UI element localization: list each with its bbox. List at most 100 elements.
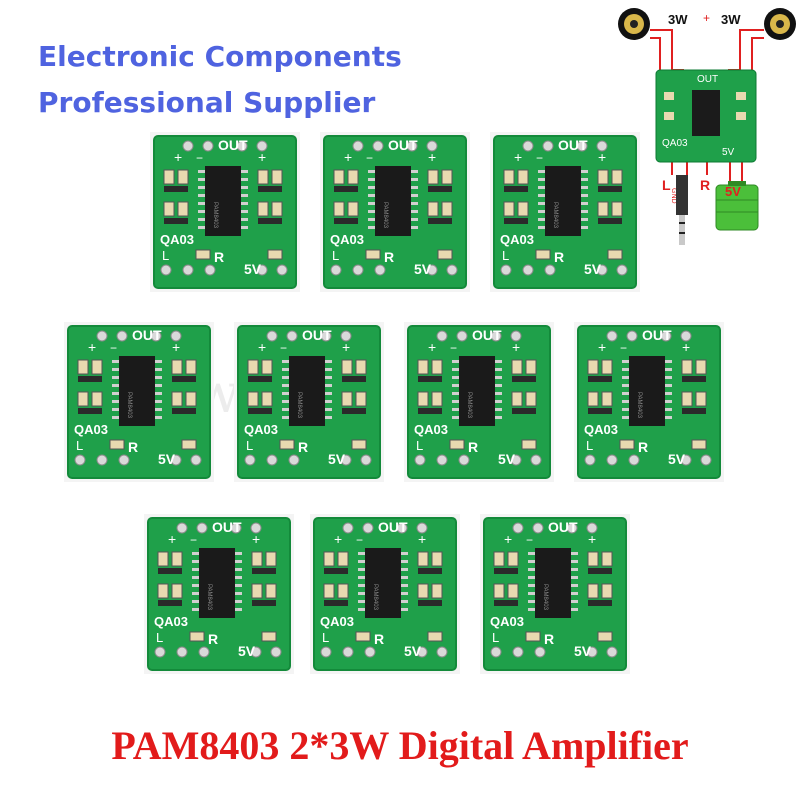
board-model-label: QA03 [244,422,278,437]
amplifier-board-5: OUT − + + PAM8403 QA03 L R 5V [234,322,384,482]
board-plus-right: + [418,531,426,547]
header-line-2: Professional Supplier [38,86,376,119]
board-right-channel-label: R [298,439,308,455]
board-left-channel-label: L [156,630,163,645]
board-chip-label: PAM8403 [636,392,642,419]
board-plus-left: + [428,339,436,355]
board-plus-left: + [174,149,182,165]
board-left-channel-label: L [502,248,509,263]
board-right-channel-label: R [214,249,224,265]
board-minus-left: − [190,533,197,547]
board-voltage-label: 5V [238,643,256,659]
diagram-left-label: L [662,177,671,193]
board-plus-right: + [588,531,596,547]
board-voltage-label: 5V [498,451,516,467]
board-chip-label: PAM8403 [126,392,132,419]
board-plus-right: + [252,531,260,547]
board-chip-label: PAM8403 [206,584,212,611]
board-out-label: OUT [132,327,162,343]
board-voltage-label: 5V [328,451,346,467]
board-voltage-label: 5V [574,643,592,659]
board-minus-left: − [526,533,533,547]
board-model-label: QA03 [414,422,448,437]
speaker-right-power: 3W [721,12,741,27]
board-voltage-label: 5V [668,451,686,467]
board-minus-left: − [366,151,373,165]
board-model-label: QA03 [490,614,524,629]
board-out-label: OUT [642,327,672,343]
board-right-channel-label: R [638,439,648,455]
board-left-channel-label: L [492,630,499,645]
board-model-label: QA03 [154,614,188,629]
amplifier-board-1: OUT − + + PAM8403 QA03 L R 5V [150,132,300,292]
board-out-label: OUT [212,519,242,535]
board-voltage-label: 5V [584,261,602,277]
board-plus-right: + [342,339,350,355]
board-minus-left: − [620,341,627,355]
board-chip-label: PAM8403 [552,202,558,229]
board-left-channel-label: L [586,438,593,453]
diagram-right-label: R [700,177,710,193]
amplifier-board-4: OUT − + + PAM8403 QA03 L R 5V [64,322,214,482]
board-chip-label: PAM8403 [382,202,388,229]
board-out-label: OUT [218,137,248,153]
board-plus-left: + [168,531,176,547]
product-title: PAM8403 2*3W Digital Amplifier [111,723,689,768]
amplifier-board-3: OUT − + + PAM8403 QA03 L R 5V [490,132,640,292]
board-plus-left: + [334,531,342,547]
board-right-channel-label: R [128,439,138,455]
board-left-channel-label: L [332,248,339,263]
amplifier-board-6: OUT − + + PAM8403 QA03 L R 5V [404,322,554,482]
board-minus-left: − [356,533,363,547]
board-plus-left: + [258,339,266,355]
board-model-label: QA03 [160,232,194,247]
board-out-label: OUT [302,327,332,343]
board-chip-label: PAM8403 [542,584,548,611]
board-plus-left: + [598,339,606,355]
svg-text:5V: 5V [722,147,735,158]
board-right-channel-label: R [374,631,384,647]
board-minus-left: − [450,341,457,355]
diagram-plus-sign: + [703,11,710,25]
board-left-channel-label: L [416,438,423,453]
amplifier-board-7: OUT − + + PAM8403 QA03 L R 5V [574,322,724,482]
svg-text:OUT: OUT [697,74,718,85]
audio-jack-icon [676,175,688,245]
board-chip-label: PAM8403 [212,202,218,229]
speaker-left-icon [618,8,650,40]
board-out-label: OUT [378,519,408,535]
board-left-channel-label: L [246,438,253,453]
svg-text:QA03: QA03 [662,138,688,149]
board-plus-left: + [344,149,352,165]
board-model-label: QA03 [330,232,364,247]
board-plus-right: + [598,149,606,165]
diagram-supply-label: 5V [725,184,741,199]
board-left-channel-label: L [162,248,169,263]
board-plus-right: + [512,339,520,355]
board-minus-left: − [280,341,287,355]
board-chip-label: PAM8403 [466,392,472,419]
board-chip-label: PAM8403 [296,392,302,419]
header-line-1: Electronic Components [38,40,402,73]
board-right-channel-label: R [544,631,554,647]
wiring-diagram: 3W + 3W OUT QA03 5V L GND R 5V [618,8,796,245]
amplifier-board-9: OUT − + + PAM8403 QA03 L R 5V [310,514,460,674]
board-chip-label: PAM8403 [372,584,378,611]
board-right-channel-label: R [468,439,478,455]
board-left-channel-label: L [76,438,83,453]
board-out-label: OUT [558,137,588,153]
board-plus-right: + [682,339,690,355]
board-model-label: QA03 [74,422,108,437]
amplifier-board-10: OUT − + + PAM8403 QA03 L R 5V [480,514,630,674]
board-plus-right: + [428,149,436,165]
board-voltage-label: 5V [414,261,432,277]
board-left-channel-label: L [322,630,329,645]
board-plus-left: + [514,149,522,165]
board-minus-left: − [536,151,543,165]
speaker-left-power: 3W [668,12,688,27]
board-plus-right: + [172,339,180,355]
board-voltage-label: 5V [158,451,176,467]
board-model-label: QA03 [584,422,618,437]
board-out-label: OUT [388,137,418,153]
board-out-label: OUT [548,519,578,535]
